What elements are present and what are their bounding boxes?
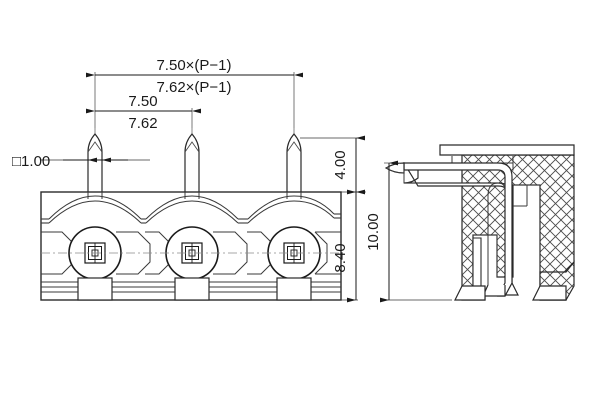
dimension-set-side: 10.00	[365, 160, 452, 303]
dimension-set-front: 7.50×(P−1) 7.62×(P−1) 7.50 7.62 □1.00 4.…	[12, 57, 365, 303]
top-ribs	[87, 192, 302, 199]
mount-leg-left-taper	[454, 285, 486, 301]
wire-entry-arches	[41, 195, 341, 224]
dim-pin-height: 4.00	[332, 150, 349, 179]
section-step-details	[473, 184, 540, 277]
foot-2	[174, 277, 210, 301]
foot-3	[276, 277, 312, 301]
dim-body-height: 8.40	[332, 243, 349, 272]
pin-3-taper	[286, 141, 302, 153]
pin-1-taper	[87, 141, 103, 153]
mount-leg-right-taper	[532, 285, 567, 301]
dim-pitch-b: 7.62	[128, 115, 157, 132]
dim-side-height: 10.00	[365, 213, 382, 251]
pin-2-taper	[184, 141, 200, 153]
pin-bend-inner	[487, 182, 499, 297]
pin-3	[286, 133, 302, 192]
housing-top-cap	[439, 144, 575, 156]
pin-1	[87, 133, 103, 192]
front-view	[40, 72, 366, 301]
base-rail	[41, 277, 341, 301]
dim-pitch-a: 7.50	[128, 93, 157, 110]
dim-overall-pitch-a: 7.50×(P−1)	[156, 57, 231, 74]
pin-2	[184, 133, 200, 192]
dim-overall-pitch-b: 7.62×(P−1)	[156, 79, 231, 96]
dim-pin-square: □1.00	[12, 153, 50, 170]
pin-group	[87, 133, 302, 192]
foot-1	[77, 277, 113, 301]
